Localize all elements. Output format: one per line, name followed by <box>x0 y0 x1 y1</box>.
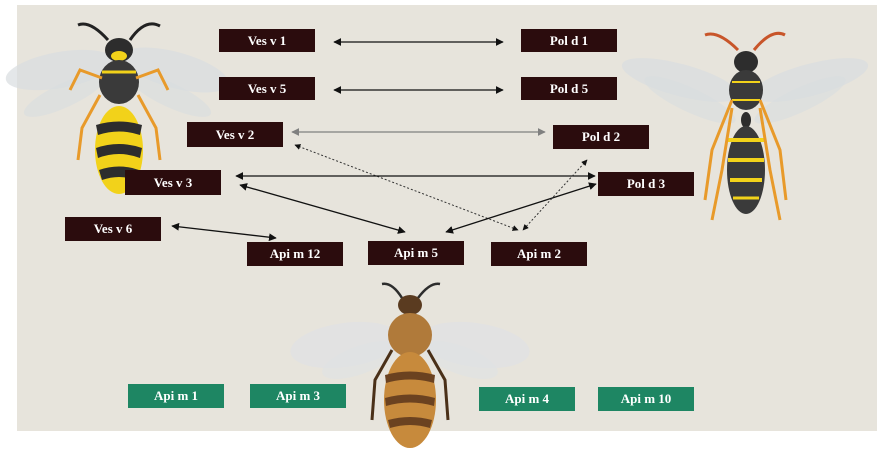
allergen-ves-v-1: Ves v 1 <box>219 29 315 52</box>
allergen-ves-v-2: Ves v 2 <box>187 122 283 147</box>
allergen-api-m-4: Api m 4 <box>479 387 575 411</box>
allergen-api-m-10: Api m 10 <box>598 387 694 411</box>
allergen-ves-v-3: Ves v 3 <box>125 170 221 195</box>
arrow-pol-d-3-api-m-5 <box>445 182 597 234</box>
allergen-api-m-2: Api m 2 <box>491 242 587 266</box>
allergen-ves-v-6: Ves v 6 <box>65 217 161 241</box>
allergen-pol-d-5: Pol d 5 <box>521 77 617 100</box>
allergen-pol-d-3: Pol d 3 <box>598 172 694 196</box>
arrow-ves-v-2-api-m-2 <box>294 144 519 231</box>
allergen-pol-d-2: Pol d 2 <box>553 125 649 149</box>
allergen-api-m-3: Api m 3 <box>250 384 346 408</box>
allergen-api-m-12: Api m 12 <box>247 242 343 266</box>
arrow-ves-v-6-api-m-12 <box>171 222 277 242</box>
allergen-ves-v-5: Ves v 5 <box>219 77 315 100</box>
allergen-pol-d-1: Pol d 1 <box>521 29 617 52</box>
arrow-ves-v-3-api-m-5 <box>239 183 406 234</box>
allergen-api-m-1: Api m 1 <box>128 384 224 408</box>
arrow-pol-d-2-api-m-2 <box>522 159 588 231</box>
allergen-api-m-5: Api m 5 <box>368 241 464 265</box>
